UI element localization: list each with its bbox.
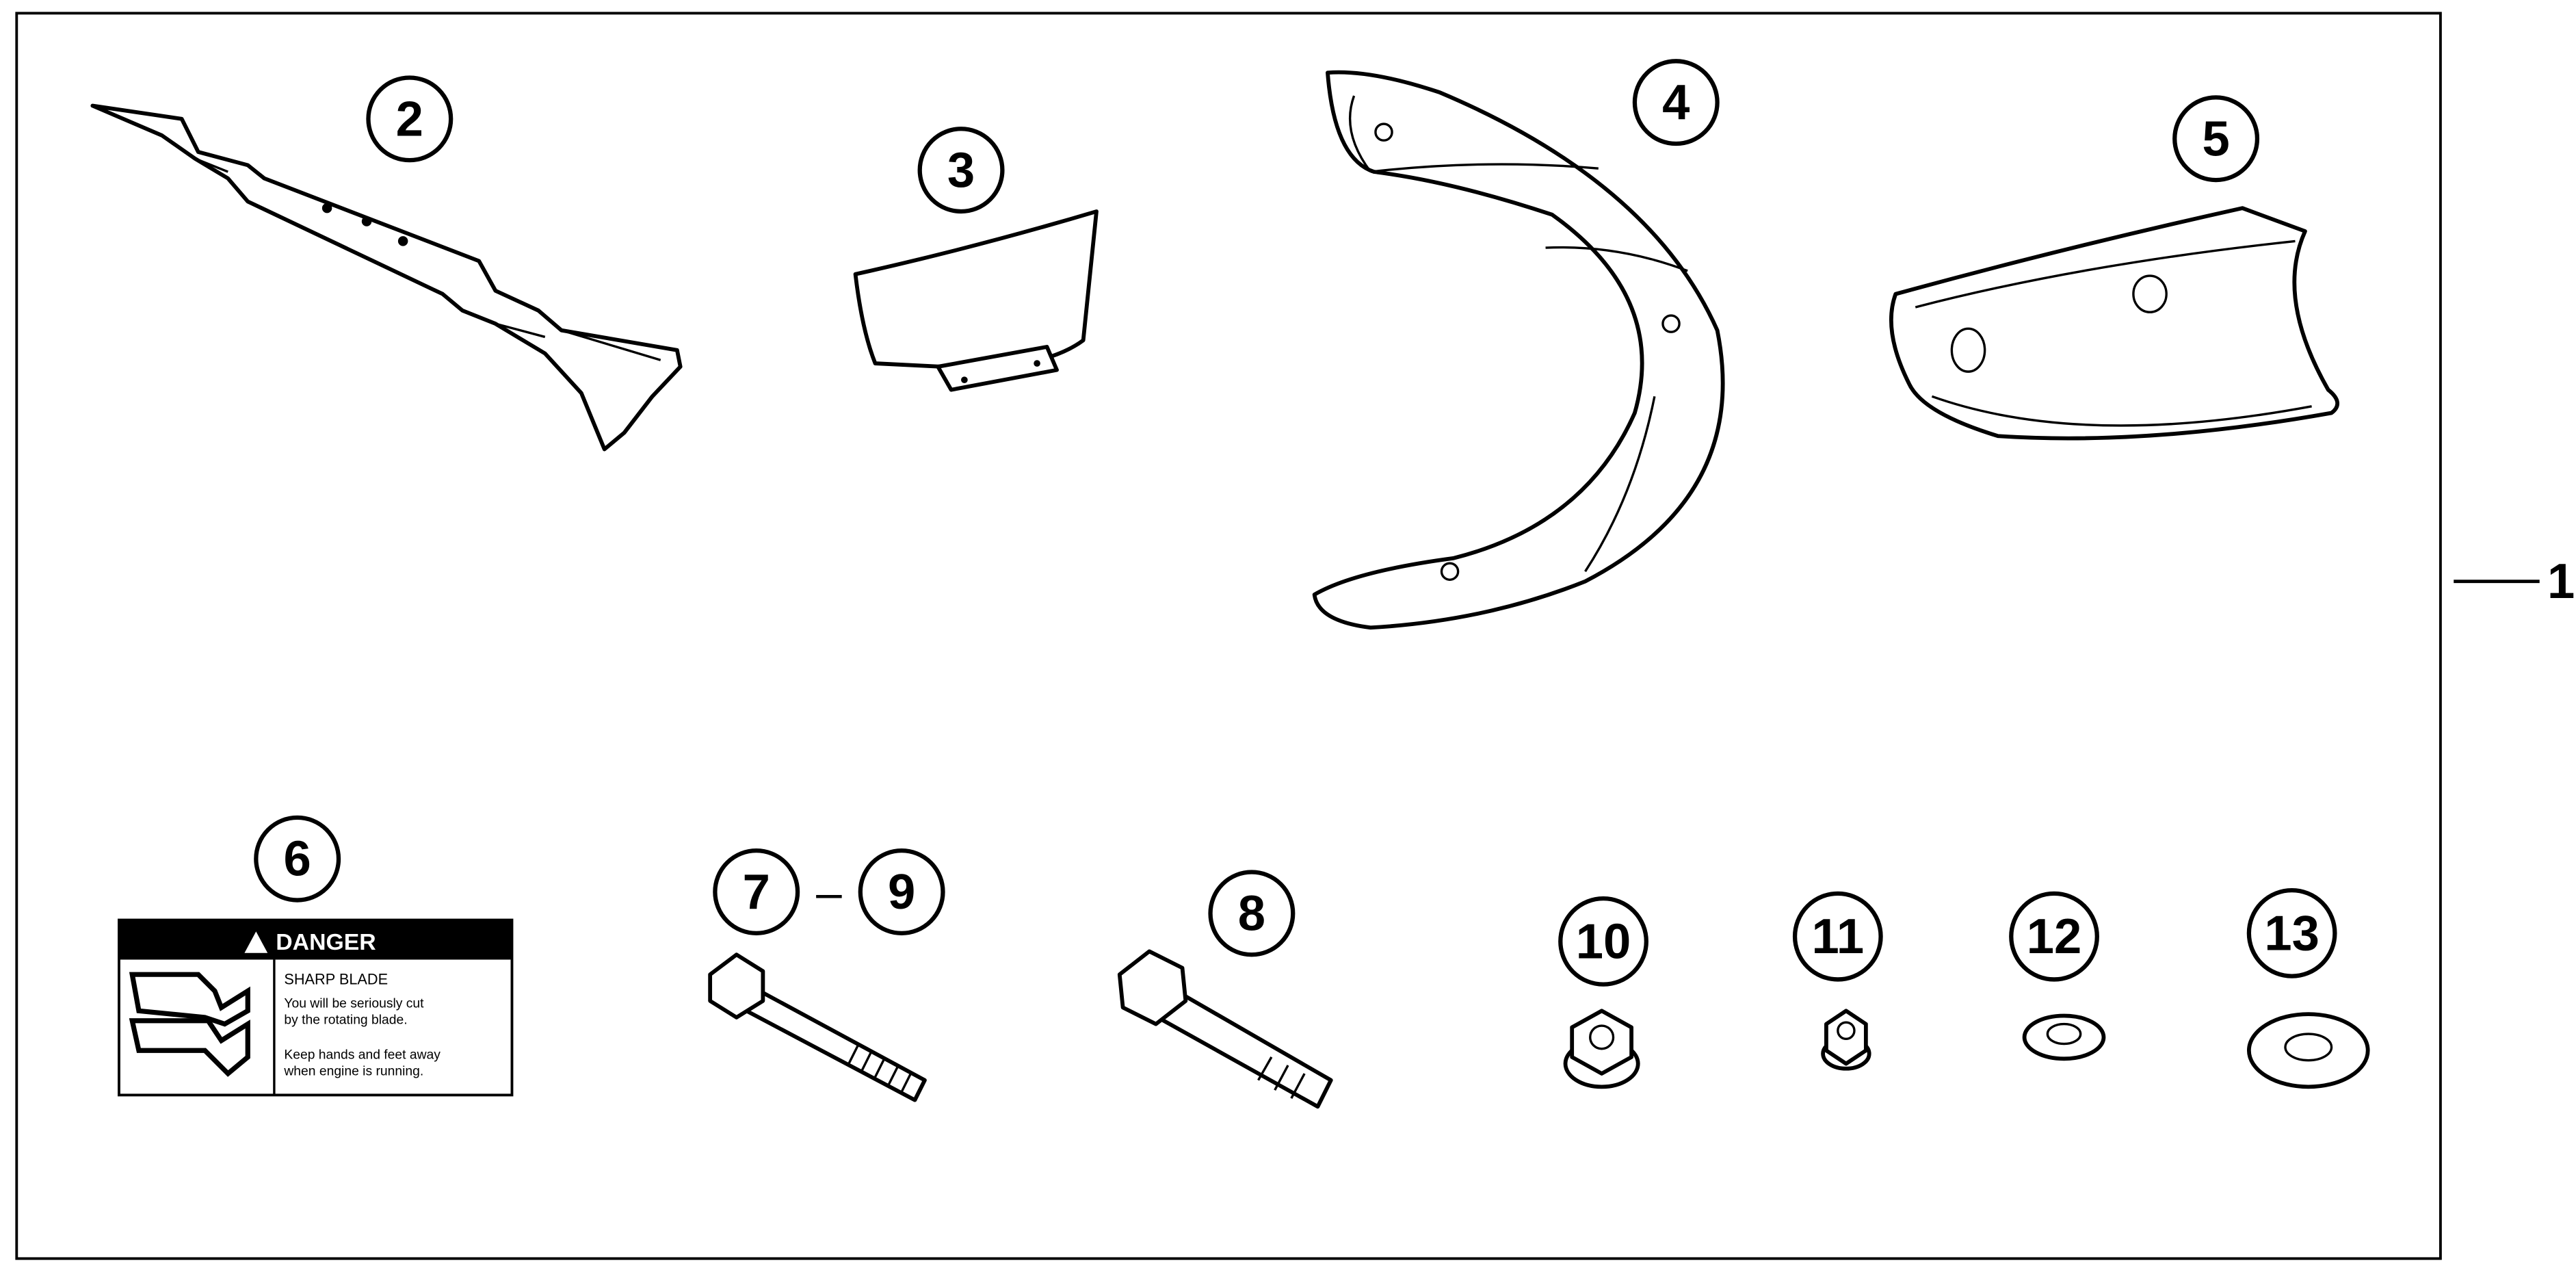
danger-line-1: You will be seriously cut [284,996,424,1011]
flange-nut-large-part[interactable] [1563,1009,1640,1089]
range-dash: – [816,868,842,919]
callout-2: 2 [366,75,454,163]
callout-12: 12 [2009,891,2099,982]
washer-large-part[interactable] [2246,1012,2370,1089]
svg-text:6: 6 [284,831,311,887]
svg-text:11: 11 [1812,909,1865,964]
svg-text:3: 3 [947,142,975,198]
callout-6: 6 [254,815,341,903]
blade-guard-part[interactable] [1889,206,2339,441]
callout-1: 1 [2547,554,2575,609]
svg-text:13: 13 [2264,905,2319,961]
flange-nut-small-part[interactable] [1821,1009,1871,1071]
svg-text:4: 4 [1662,75,1690,130]
warning-triangle-icon [244,931,268,953]
svg-text:12: 12 [2027,909,2082,964]
danger-label-part[interactable]: DANGER SHARP BLADE You will be seriously… [118,918,514,1097]
callout-13: 13 [2246,887,2337,978]
svg-text:7: 7 [743,864,770,920]
svg-text:10: 10 [1576,913,1631,969]
diagram-frame [15,12,2442,1260]
svg-text:5: 5 [2202,111,2229,166]
callout-5: 5 [2172,95,2260,183]
hand-blade-pictogram [129,972,250,1077]
callout-9: 9 [858,848,945,935]
short-bolt-part[interactable] [1117,949,1333,1109]
callout-8: 8 [1208,870,1296,957]
callout-10: 10 [1558,896,1648,987]
callout-7: 7 [713,848,800,935]
danger-header: DANGER [276,929,376,955]
svg-text:8: 8 [1238,885,1265,941]
long-bolt-part[interactable] [708,952,927,1102]
curved-baffle-part[interactable] [1312,70,1725,630]
danger-line-3: Keep hands and feet away [284,1048,441,1062]
callout-3: 3 [917,127,1005,214]
danger-line-2: by the rotating blade. [284,1013,407,1028]
callout-11: 11 [1792,891,1883,982]
deflector-part[interactable] [853,209,1099,392]
svg-text:9: 9 [888,864,915,920]
blade-part[interactable] [90,103,683,452]
danger-line-4: when engine is running. [283,1064,423,1078]
svg-text:2: 2 [396,91,423,146]
danger-title: SHARP BLADE [284,971,388,988]
callout-4: 4 [1632,59,1720,146]
washer-small-part[interactable] [2022,1013,2106,1061]
